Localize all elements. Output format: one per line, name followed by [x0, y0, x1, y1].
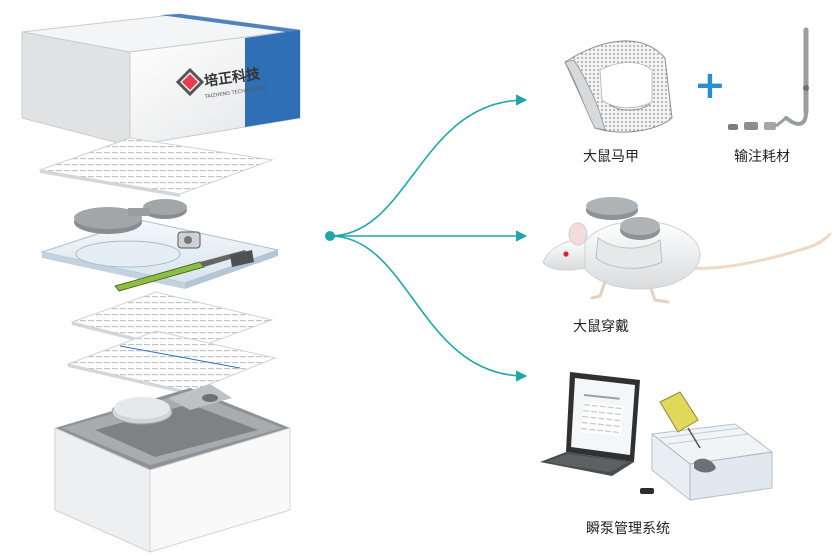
lid-blue-band [245, 30, 300, 127]
syringe-part [114, 231, 254, 292]
arrow-to-system [329, 235, 528, 382]
arrow-to-jacket [329, 94, 528, 237]
caption-infusion-consumables: 输注耗材 [734, 149, 790, 165]
usb-dongle-icon [640, 488, 654, 494]
connector-lines [325, 94, 528, 382]
caption-rat-jacket: 大鼠马甲 [583, 149, 639, 165]
manual-sheet [66, 330, 277, 395]
brand-logo-icon [175, 67, 205, 97]
caption-rat-wearing: 大鼠穿戴 [573, 319, 629, 335]
laptop-image [540, 372, 654, 494]
infusion-consumables-image [728, 27, 809, 130]
rat-tail [688, 232, 832, 270]
rat-eye [563, 251, 569, 257]
box-lid [21, 13, 301, 147]
box-base [54, 384, 291, 553]
manual-sheet [38, 137, 274, 197]
plus-icon: + [694, 63, 726, 107]
pump-cage-image [650, 391, 774, 502]
infusion-pump-box [659, 391, 699, 433]
jacket-part [74, 199, 187, 234]
rat-wearing-image [542, 197, 832, 304]
caption-pump-system: 瞬泵管理系统 [586, 521, 670, 537]
rat-jacket-image [564, 40, 673, 133]
